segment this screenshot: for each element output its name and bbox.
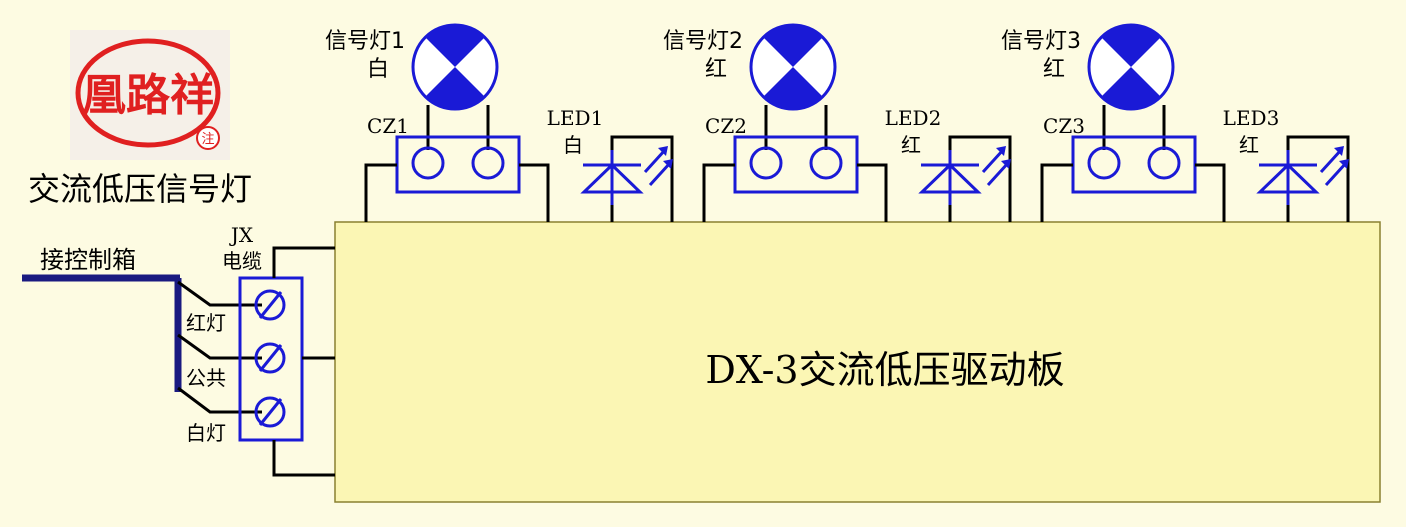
lamp-fill-cap	[425, 24, 485, 110]
logo-mark-circle	[196, 126, 220, 150]
socket-block	[1071, 135, 1197, 194]
socket-wire-right	[519, 163, 550, 222]
lamp-fill-cap	[763, 24, 823, 110]
cable-fanout	[177, 280, 262, 414]
signal-units: 信号灯1 白 CZ1 LED1 白 信号灯2 红 CZ2 LED2 红 信号灯3 红 CZ3 LED3 红	[325, 23, 1350, 222]
led-arrowhead-2	[663, 159, 673, 169]
led-label: LED3	[1223, 106, 1280, 130]
logo-text: 凰路祥	[82, 70, 214, 121]
led-color-label: 红	[1239, 133, 1259, 157]
lamp-name: 信号灯2	[663, 29, 743, 54]
socket-block	[395, 135, 521, 194]
signal-unit-3: 信号灯3 红 CZ3 LED3 红	[1001, 23, 1350, 222]
lamp-name: 信号灯1	[325, 29, 405, 54]
logo-mark: 注	[201, 132, 214, 147]
lamp-color-label: 白	[367, 57, 389, 82]
socket-pin-right	[471, 146, 505, 180]
socket-pin-left	[1087, 146, 1121, 180]
signal-unit-2: 信号灯2 红 CZ2 LED2 红	[663, 23, 1012, 222]
lamp-name: 信号灯3	[1001, 29, 1081, 54]
led-arrowhead-2	[1339, 159, 1349, 169]
wire-label-common: 公共	[186, 366, 226, 390]
socket-wire-right	[1195, 163, 1226, 222]
led-light-arrow-2	[986, 161, 1010, 187]
jx-label: JX	[229, 223, 254, 247]
socket-wire-right	[857, 163, 888, 222]
socket-label: CZ1	[367, 114, 409, 138]
logo: 凰路祥 注	[70, 30, 230, 160]
socket-label: CZ2	[705, 114, 747, 138]
lamp-fill-shape	[425, 37, 485, 97]
lamp-fill-cap	[1101, 24, 1161, 110]
socket-pin-right	[809, 146, 843, 180]
logo-ring	[75, 38, 221, 148]
socket-wire-left	[364, 163, 397, 222]
led-arrowhead-1	[1334, 146, 1344, 156]
led-arrowhead-2	[1001, 159, 1011, 169]
led-label: LED1	[547, 106, 604, 130]
control-box-label: 接控制箱	[40, 246, 136, 274]
wire-label-white: 白灯	[186, 421, 226, 445]
jx-terminal-2	[254, 342, 286, 374]
jx-terminal-3	[254, 396, 286, 428]
lamp-fill-shape	[1101, 37, 1161, 97]
signal-unit-1: 信号灯1 白 CZ1 LED1 白	[325, 23, 674, 222]
led-light-arrow-2	[648, 161, 672, 187]
diagram-title: 交流低压信号灯	[28, 170, 252, 208]
socket-block	[733, 135, 859, 194]
led-light-arrow-2	[1324, 161, 1348, 187]
wire-label-red: 红灯	[186, 311, 226, 335]
socket-wire-left	[1040, 163, 1073, 222]
jx-cable-label: 电缆	[222, 249, 262, 273]
led-light-arrow-1	[643, 148, 667, 174]
led-arrowhead-1	[996, 146, 1006, 156]
led-label: LED2	[885, 106, 942, 130]
led-arrowhead-1	[658, 146, 668, 156]
led-light-arrow-1	[981, 148, 1005, 174]
led-color-label: 红	[901, 133, 921, 157]
driver-board	[334, 221, 1381, 503]
lamp-fill-shape	[763, 37, 823, 97]
socket-pin-left	[411, 146, 445, 180]
socket-wire-left	[702, 163, 735, 222]
jx-board-wires	[272, 246, 335, 477]
lamp-color-label: 红	[705, 57, 727, 82]
board-label: DX-3交流低压驱动板	[705, 348, 1064, 392]
lamp-color-label: 红	[1043, 57, 1065, 82]
led-light-arrow-1	[1319, 148, 1343, 174]
jx-terminal-1	[254, 289, 286, 321]
socket-pin-left	[749, 146, 783, 180]
led-color-label: 白	[563, 133, 583, 157]
socket-label: CZ3	[1043, 114, 1085, 138]
socket-pin-right	[1147, 146, 1181, 180]
